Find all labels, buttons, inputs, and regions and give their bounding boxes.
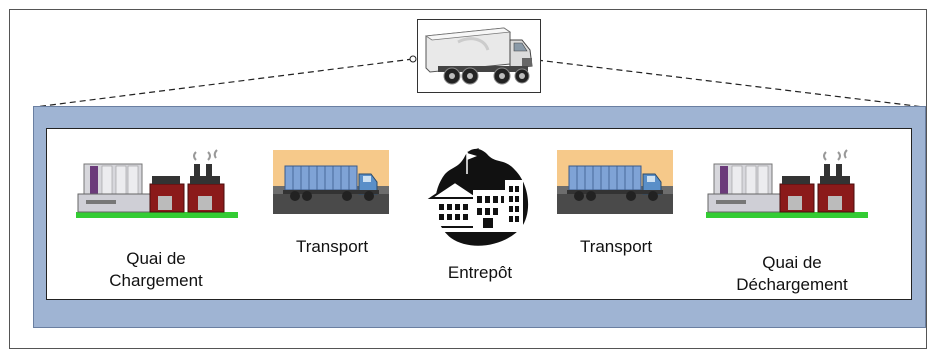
loading-dock-label: Quai de Chargement xyxy=(86,248,226,292)
semi-truck-image xyxy=(417,19,541,93)
connector-line-left xyxy=(34,58,414,108)
unloading-dock-label-line2: Déchargement xyxy=(736,275,848,294)
transport-label-1: Transport xyxy=(295,237,369,256)
loading-dock-label-line1: Quai de xyxy=(126,249,186,268)
unloading-dock-label-line1: Quai de xyxy=(762,253,822,272)
truck-icon xyxy=(557,150,673,214)
connector-handle-left xyxy=(409,55,417,63)
factory-icon xyxy=(76,149,238,218)
warehouse-icon xyxy=(427,148,529,246)
factory-icon xyxy=(706,149,868,218)
transport-label-2: Transport xyxy=(579,237,653,256)
truck-icon xyxy=(273,150,389,214)
warehouse-label: Entrepôt xyxy=(447,263,513,282)
unloading-dock-label: Quai de Déchargement xyxy=(712,252,872,296)
semi-truck-icon xyxy=(424,27,533,85)
loading-dock-label-line2: Chargement xyxy=(109,271,203,290)
connector-line-right xyxy=(536,59,925,108)
